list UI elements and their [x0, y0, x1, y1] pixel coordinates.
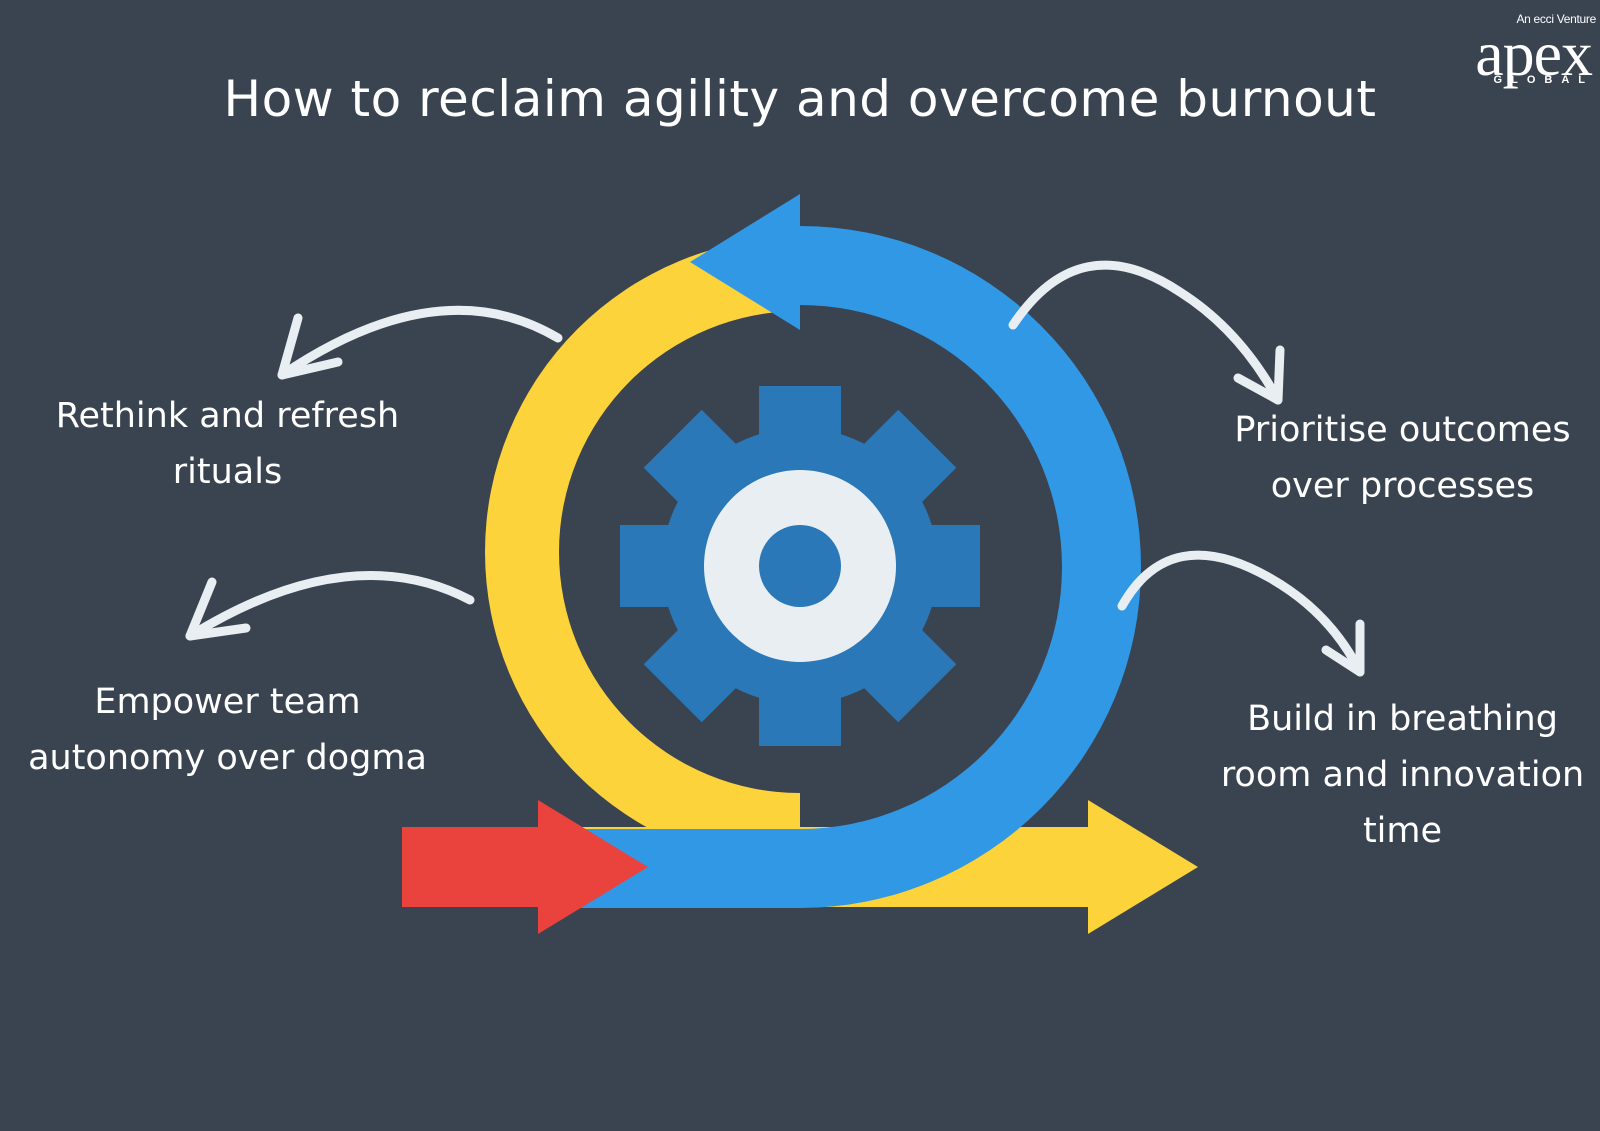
curved-arrow-icon-bottom-right [1117, 550, 1365, 677]
page-title: How to reclaim agility and overcome burn… [223, 70, 1377, 128]
gear-icon [620, 386, 980, 746]
red-start-arrow-icon [402, 800, 648, 934]
logo-tagline: An ecci Venture [1516, 12, 1596, 26]
label-line: rituals [172, 452, 283, 492]
curved-arrow-icon-top-left [277, 305, 563, 380]
label-prioritise-outcomes: Prioritise outcomes over processes [1210, 402, 1595, 514]
label-line: Build in breathing [1247, 699, 1558, 739]
label-line: room and innovation [1220, 755, 1585, 795]
yellow-loop-arc-icon [485, 237, 800, 867]
label-line: time [1362, 811, 1443, 851]
label-line: autonomy over dogma [28, 738, 427, 778]
curved-arrow-icon-bottom-left [185, 571, 475, 641]
blue-cycle-arrow-icon [575, 194, 1141, 908]
label-line: Rethink and refresh [55, 396, 400, 436]
logo-wordmark: apex [1475, 18, 1593, 89]
label-empower-autonomy: Empower team autonomy over dogma [10, 674, 445, 786]
label-breathing-room: Build in breathing room and innovation t… [1205, 691, 1600, 859]
label-line: Prioritise outcomes [1234, 410, 1571, 450]
label-line: Empower team [94, 682, 361, 722]
curved-arrow-icon-top-right [1008, 260, 1285, 405]
apex-global-logo: An ecci Venture apex GLOBAL [1416, 8, 1596, 90]
label-rethink-rituals: Rethink and refresh rituals [20, 388, 435, 500]
label-line: over processes [1270, 466, 1535, 506]
logo-subtext: GLOBAL [1493, 74, 1594, 86]
